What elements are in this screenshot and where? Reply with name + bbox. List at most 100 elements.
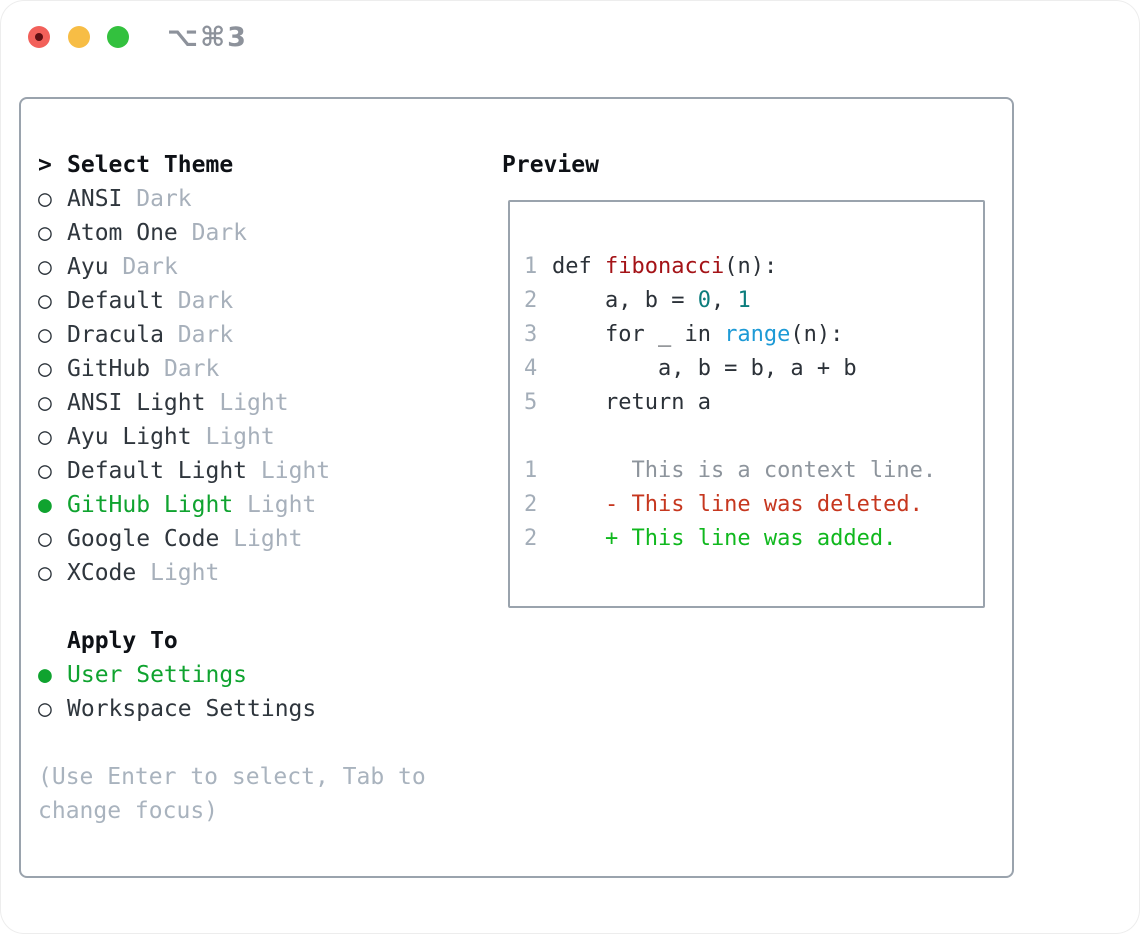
code-line <box>524 420 983 454</box>
theme-variant-tag: Light <box>219 390 289 416</box>
code-token-plain: , <box>710 288 738 313</box>
theme-option-ansi[interactable]: ○ ANSI Dark <box>38 182 493 216</box>
theme-variant-tag: Dark <box>163 356 220 382</box>
theme-name: Dracula <box>67 322 164 348</box>
line-number: 3 <box>524 322 538 347</box>
theme-name: Default Light <box>67 458 248 484</box>
line-number: 5 <box>524 390 538 415</box>
theme-name: ANSI <box>67 186 123 212</box>
radio-icon: ○ <box>38 696 52 722</box>
apply-option-label: User Settings <box>67 662 248 688</box>
theme-option-ayu-light[interactable]: ○ Ayu Light Light <box>38 420 493 454</box>
theme-name: Default <box>67 288 164 314</box>
line-number: 4 <box>524 356 538 381</box>
radio-icon: ○ <box>38 356 52 382</box>
theme-option-google-code[interactable]: ○ Google Code Light <box>38 522 493 556</box>
code-token-deleted: - This line was deleted. <box>552 492 923 517</box>
close-button-icon[interactable] <box>28 26 50 48</box>
theme-name: Ayu Light <box>67 424 192 450</box>
theme-variant-tag: Light <box>150 560 220 586</box>
theme-variant-tag: Light <box>233 526 303 552</box>
radio-icon: ● <box>38 492 52 518</box>
radio-icon: ○ <box>38 526 52 552</box>
code-line: 2 a, b = 0, 1 <box>524 284 983 318</box>
code-line: 1 def fibonacci(n): <box>524 250 983 284</box>
radio-icon: ○ <box>38 254 52 280</box>
line-number <box>524 420 552 454</box>
theme-option-ansi-light[interactable]: ○ANSI Light Light <box>38 386 493 420</box>
minimize-button-icon[interactable] <box>68 26 90 48</box>
code-token-plain: a, b = b, a + b <box>552 356 857 381</box>
code-line: 1 This is a context line. <box>524 454 983 488</box>
theme-name: GitHub Light <box>67 492 234 518</box>
radio-icon: ○ <box>38 424 52 450</box>
theme-selector-title: Select Theme <box>67 152 234 178</box>
code-token-number: 0 <box>697 288 711 313</box>
theme-variant-tag: Dark <box>191 220 248 246</box>
spacer <box>38 590 493 624</box>
theme-variant-tag: Dark <box>177 288 234 314</box>
radio-icon: ○ <box>38 458 52 484</box>
theme-variant-tag: Light <box>205 424 275 450</box>
theme-name: Google Code <box>67 526 220 552</box>
code-token-added: + This line was added. <box>552 526 897 551</box>
apply-option-label: Workspace Settings <box>67 696 317 722</box>
code-line: 5 return a <box>524 386 983 420</box>
code-token-function: fibonacci <box>604 254 725 279</box>
theme-option-dracula[interactable]: ○ Dracula Dark <box>38 318 493 352</box>
apply-to-group: Apply To ● User Settings ○ Workspace Setting… <box>38 624 493 726</box>
apply-to-header: Apply To <box>38 624 493 658</box>
code-token-plain: (n): <box>724 254 778 279</box>
theme-name: GitHub <box>67 356 151 382</box>
keyboard-hint: (Use Enter to select, Tab to change focu… <box>38 764 426 824</box>
window-titlebar: ⌥⌘3 <box>0 0 1140 75</box>
theme-variant-tag: Dark <box>122 254 178 280</box>
theme-variant-tag: Dark <box>136 186 192 212</box>
theme-picker-panel: >Select Theme○ANSI Dark○Atom One Dark○Ay… <box>19 97 1014 878</box>
theme-variant-tag: Light <box>260 458 331 484</box>
window-title-shortcut: ⌥⌘3 <box>167 22 248 53</box>
theme-option-default[interactable]: ○ Default Dark <box>38 284 493 318</box>
theme-selector-column: >Select Theme○ANSI Dark○Atom One Dark○Ay… <box>38 148 493 828</box>
code-token-plain: for _ in <box>552 322 725 347</box>
radio-icon: ○ <box>38 186 52 212</box>
line-number: 2 <box>524 288 538 313</box>
theme-selector-header: > Select Theme <box>38 148 493 182</box>
code-token-builtin: range <box>724 322 791 347</box>
radio-icon: ○ <box>38 220 52 246</box>
theme-option-ayu[interactable]: ○Ayu Dark <box>38 250 493 284</box>
radio-icon: ● <box>38 662 52 688</box>
spacer <box>38 726 493 760</box>
zoom-button-icon[interactable] <box>107 26 129 48</box>
indent <box>38 624 67 658</box>
theme-option-xcode[interactable]: ○XCode Light <box>38 556 493 590</box>
theme-list: >Select Theme○ANSI Dark○Atom One Dark○Ay… <box>38 148 493 590</box>
code-token-plain: def <box>552 254 605 279</box>
theme-option-atom-one[interactable]: ○Atom One Dark <box>38 216 493 250</box>
code-line: 2 + This line was added. <box>524 522 983 556</box>
radio-icon: ○ <box>38 560 52 586</box>
theme-option-github[interactable]: ○ GitHub Dark <box>38 352 493 386</box>
radio-icon: ○ <box>38 322 52 348</box>
preview-title: Preview <box>502 152 599 178</box>
apply-option-user-settings[interactable]: ● User Settings <box>38 658 493 692</box>
code-token-plain: a, b = <box>552 288 698 313</box>
theme-name: ANSI Light <box>67 390 206 416</box>
line-number: 2 <box>524 492 538 517</box>
theme-variant-tag: Dark <box>177 322 234 348</box>
line-number: 1 <box>524 254 538 279</box>
code-token-plain: (n): <box>790 322 844 347</box>
line-number: 1 <box>524 458 538 483</box>
radio-icon: ○ <box>38 288 52 314</box>
code-token-context: This is a context line. <box>552 458 937 483</box>
line-number: 2 <box>524 526 538 551</box>
apply-option-workspace-settings[interactable]: ○ Workspace Settings <box>38 692 493 726</box>
theme-option-github-light[interactable]: ●GitHub Light Light <box>38 488 493 522</box>
cursor-icon: > <box>38 152 52 178</box>
apply-to-title: Apply To <box>67 628 178 654</box>
theme-option-default-light[interactable]: ○ Default Light Light <box>38 454 493 488</box>
code-line: 3 for _ in range(n): <box>524 318 983 352</box>
code-token-number: 1 <box>737 288 751 313</box>
